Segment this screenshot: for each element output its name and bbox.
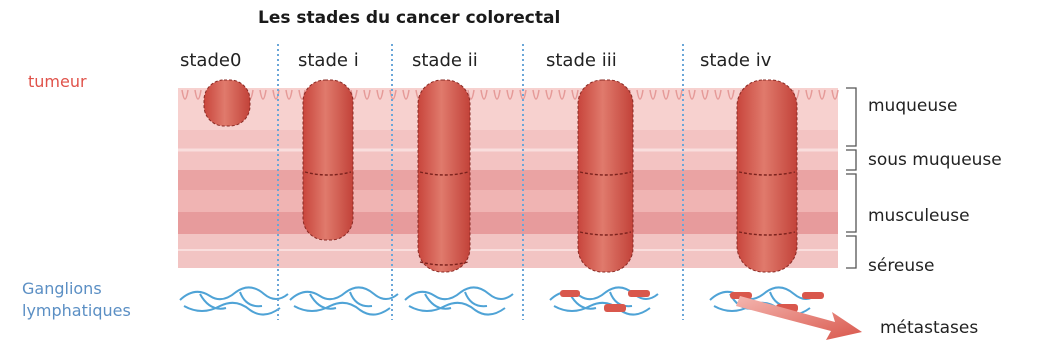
lymph-vessel (290, 287, 398, 314)
stage-label-3: stade iii (546, 50, 617, 71)
lymph-vessel (180, 287, 288, 314)
stage-label-0: stade0 (180, 50, 241, 71)
lymph-network (180, 287, 818, 314)
tumor-stage4 (737, 80, 797, 272)
layer-label-muscularis: musculeuse (868, 206, 970, 226)
lymph-node-tumor (604, 304, 626, 312)
lymph-node-tumor (628, 290, 650, 297)
stage-label-2: stade ii (412, 50, 478, 71)
stage-label-4: stade iv (700, 50, 771, 71)
tumor-stage0 (204, 80, 250, 126)
lymph-label-line1: Ganglions (22, 278, 131, 300)
diagram-title: Les stades du cancer colorectal (258, 8, 560, 28)
tumor-stage1 (303, 80, 353, 240)
layer-brackets (846, 88, 856, 268)
metastases-label: métastases (880, 318, 978, 338)
metastasis-arrow (736, 296, 862, 340)
layer-label-submucosa: sous muqueuse (868, 150, 1002, 170)
lymph-node-tumor (802, 292, 824, 299)
stage-label-1: stade i (298, 50, 359, 71)
lymph-node-tumor (560, 290, 580, 297)
tumor-stage3 (578, 80, 633, 272)
layer-label-serosa: séreuse (868, 256, 934, 276)
lymph-label-line2: lymphatiques (22, 300, 131, 322)
tumor-stage2 (418, 80, 470, 272)
lymph-vessel (405, 287, 513, 314)
layer-label-mucosa: muqueuse (868, 96, 957, 116)
lymph-label: Ganglions lymphatiques (22, 278, 131, 322)
tumor-label: tumeur (28, 72, 87, 91)
